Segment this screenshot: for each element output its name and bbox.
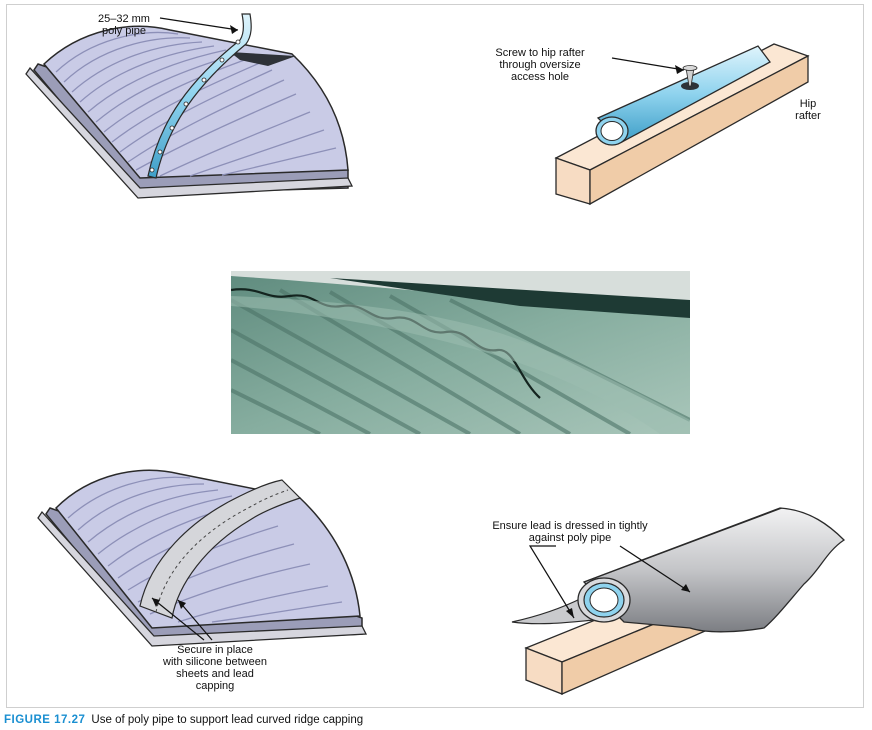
ensure-lead-label-line: against poly pipe xyxy=(460,532,680,544)
roof-with-pipe-illustration xyxy=(26,14,352,198)
secure-silicone-label: Secure in place with silicone between sh… xyxy=(150,644,280,692)
ridge-photo xyxy=(231,271,690,434)
screw-label-line: access hole xyxy=(470,71,610,83)
poly-pipe-label-line: 25–32 mm xyxy=(88,13,160,25)
ensure-lead-label: Ensure lead is dressed in tightly agains… xyxy=(460,520,680,544)
screw-label: Screw to hip rafter through oversize acc… xyxy=(470,47,610,83)
hip-rafter-label: Hip rafter xyxy=(786,98,830,122)
ensure-lead-label-line: Ensure lead is dressed in tightly xyxy=(460,520,680,532)
hip-rafter-label-line: Hip xyxy=(786,98,830,110)
figure-caption: FIGURE 17.27 Use of poly pipe to support … xyxy=(4,714,363,726)
secure-label-line: capping xyxy=(150,680,280,692)
figure-number: FIGURE 17.27 xyxy=(4,714,85,726)
secure-label-line: with silicone between xyxy=(150,656,280,668)
secure-label-line: Secure in place xyxy=(150,644,280,656)
secure-label-line: sheets and lead xyxy=(150,668,280,680)
poly-pipe-label-line: poly pipe xyxy=(88,25,160,37)
figure-caption-text: Use of poly pipe to support lead curved … xyxy=(91,714,363,726)
poly-pipe-label: 25–32 mm poly pipe xyxy=(88,13,160,37)
figure-illustrations xyxy=(0,0,872,712)
roof-with-lead-capping-illustration xyxy=(38,470,366,646)
screw-label-line: Screw to hip rafter xyxy=(470,47,610,59)
screw-label-line: through oversize xyxy=(470,59,610,71)
hip-rafter-label-line: rafter xyxy=(786,110,830,122)
